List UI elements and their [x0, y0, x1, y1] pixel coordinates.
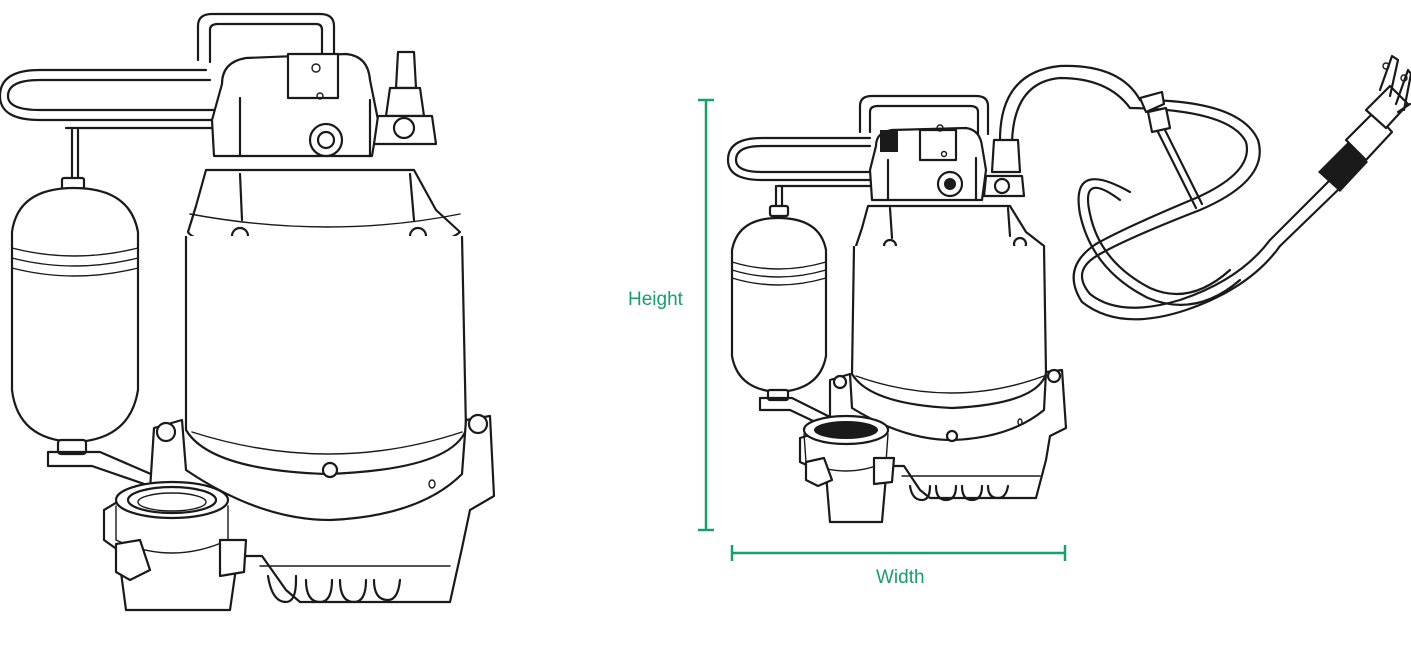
height-dimension-line	[698, 98, 714, 532]
width-dimension-line	[730, 545, 1067, 561]
sump-pump-closeup-icon	[0, 12, 496, 612]
height-label: Height	[628, 289, 683, 310]
sump-pump-with-power-cord-icon	[726, 54, 1411, 524]
width-label: Width	[876, 567, 925, 588]
